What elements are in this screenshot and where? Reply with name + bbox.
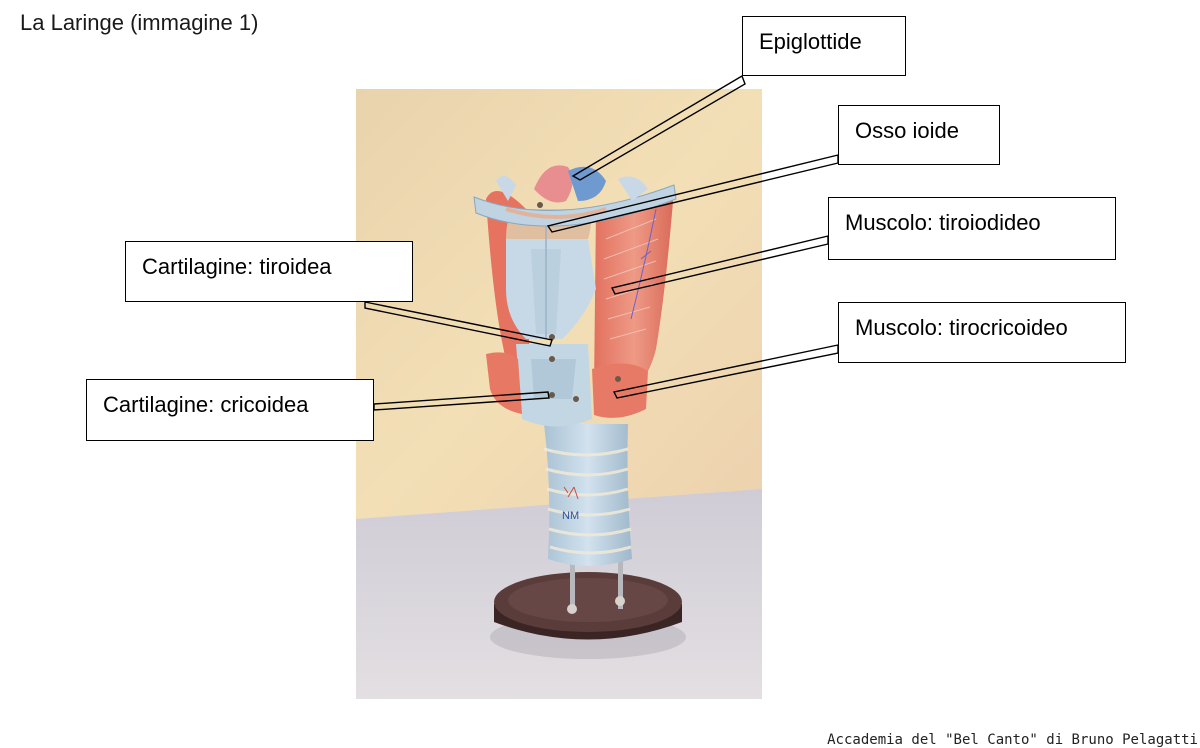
label-muscolo-tiroiodideo: Muscolo: tiroiodideo (828, 197, 1116, 260)
footer-credit: Accademia del "Bel Canto" di Bruno Pelag… (827, 732, 1198, 748)
label-osso-ioide: Osso ioide (838, 105, 1000, 165)
larynx-model-photo: NM (356, 89, 762, 699)
label-cartilagine-cricoidea: Cartilagine: cricoidea (86, 379, 374, 441)
label-cartilagine-tiroidea: Cartilagine: tiroidea (125, 241, 413, 302)
label-muscolo-tirocricoideo: Muscolo: tirocricoideo (838, 302, 1126, 363)
svg-text:NM: NM (562, 510, 579, 522)
slide-title: La Laringe (immagine 1) (20, 10, 259, 35)
stand-rod (618, 554, 623, 609)
stand-rod (570, 554, 575, 609)
cricothyroid-muscle (592, 363, 648, 418)
label-epiglottide: Epiglottide (742, 16, 906, 76)
